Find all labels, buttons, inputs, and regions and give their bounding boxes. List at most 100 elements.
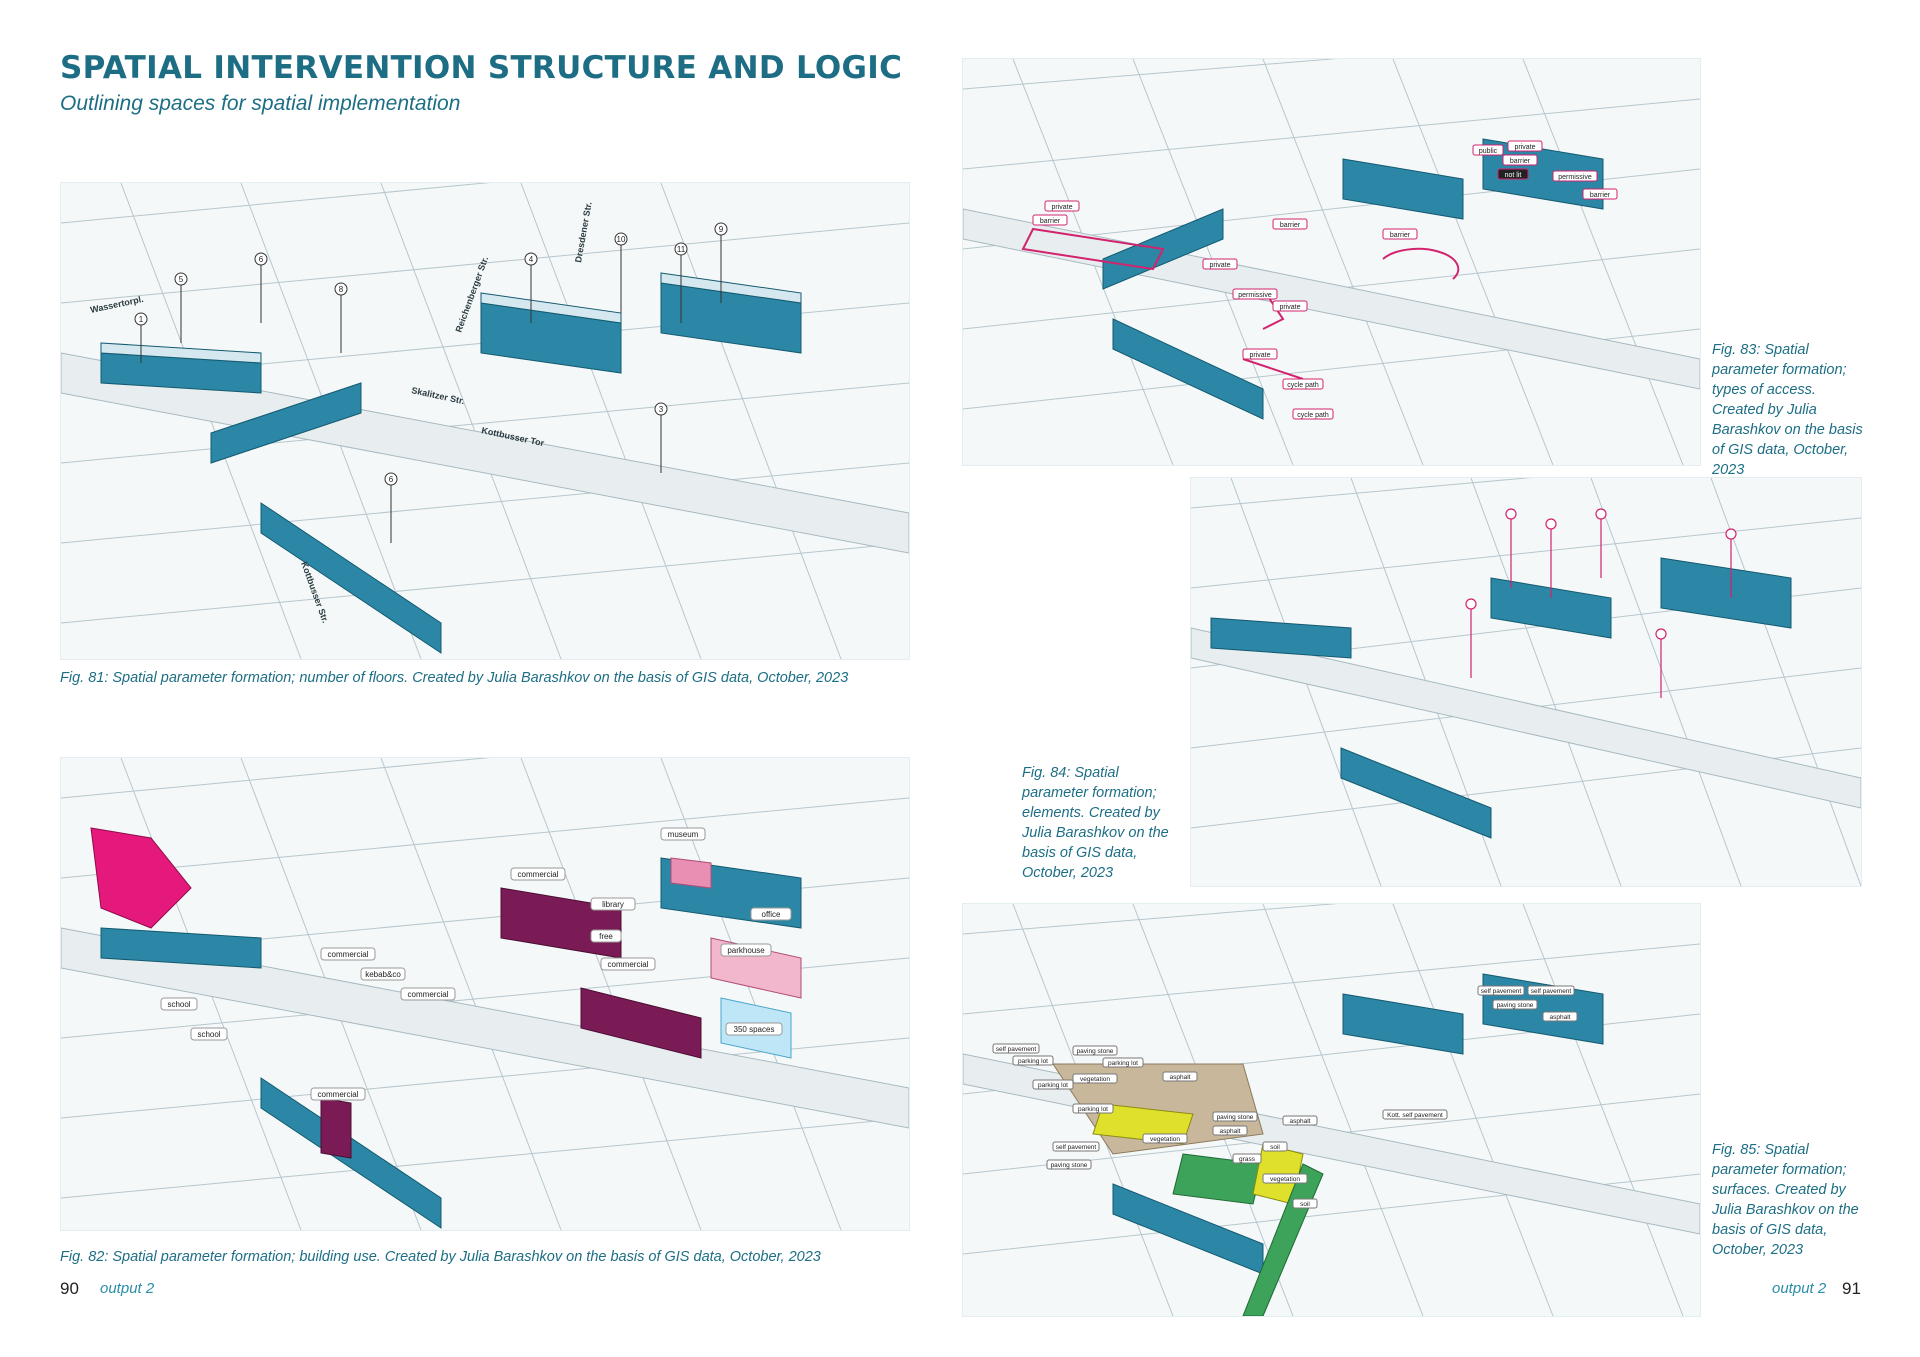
svg-text:school: school xyxy=(197,1030,220,1039)
surface-label: self pavement xyxy=(992,1043,1040,1054)
svg-text:asphalt: asphalt xyxy=(1220,1128,1241,1135)
surface-label: asphalt xyxy=(1542,1011,1578,1022)
svg-text:museum: museum xyxy=(668,830,699,839)
figure-85-illustration: self pavement parking lot paving stone p… xyxy=(963,904,1700,1316)
access-label: public xyxy=(1472,144,1504,156)
figure-83-map: private barrier barrier private permissi… xyxy=(962,58,1701,466)
figure-84-illustration xyxy=(1191,478,1861,886)
svg-text:4: 4 xyxy=(529,255,534,264)
svg-text:self pavement: self pavement xyxy=(1531,988,1572,995)
svg-text:permissive: permissive xyxy=(1238,292,1272,299)
svg-text:Kott. self pavement: Kott. self pavement xyxy=(1387,1112,1443,1119)
svg-text:free: free xyxy=(599,932,613,941)
figure-82-illustration: museum commercial library office free pa… xyxy=(61,758,909,1230)
svg-text:parkhouse: parkhouse xyxy=(727,946,765,955)
figure-81-map: Wassertorpl. Skalitzer Str. Kottbusser T… xyxy=(60,182,910,660)
section-label-left: output 2 xyxy=(100,1280,155,1297)
surface-label: Kott. self pavement xyxy=(1382,1109,1448,1120)
figure-82-caption: Fig. 82: Spatial parameter formation; bu… xyxy=(60,1249,821,1265)
use-label: commercial xyxy=(600,957,656,971)
svg-text:private: private xyxy=(1249,352,1270,359)
svg-text:paving stone: paving stone xyxy=(1051,1162,1088,1169)
svg-text:not lit: not lit xyxy=(1505,172,1522,179)
svg-text:soil: soil xyxy=(1270,1144,1280,1151)
commercial-building xyxy=(580,987,702,1059)
svg-text:library: library xyxy=(602,900,624,909)
use-label: kebab&co xyxy=(360,967,406,981)
svg-text:paving stone: paving stone xyxy=(1497,1002,1534,1009)
museum-building xyxy=(670,857,712,889)
surface-label: parking lot xyxy=(1032,1079,1074,1090)
surface-label: vegetation xyxy=(1262,1173,1308,1184)
use-label: 350 spaces xyxy=(725,1022,783,1036)
svg-text:permissive: permissive xyxy=(1558,174,1592,181)
access-label: barrier xyxy=(1382,228,1418,240)
svg-text:parking lot: parking lot xyxy=(1078,1106,1108,1113)
access-label: cycle path xyxy=(1292,408,1334,420)
section-label-right: output 2 xyxy=(1772,1280,1827,1297)
surface-label: soil xyxy=(1262,1141,1288,1152)
page-number-left: 90 xyxy=(60,1279,79,1298)
figure-83-caption: Fig. 83: Spatial parameter formation; ty… xyxy=(1712,342,1863,478)
svg-text:public: public xyxy=(1479,148,1498,155)
svg-text:vegetation: vegetation xyxy=(1150,1136,1180,1143)
svg-text:self pavement: self pavement xyxy=(996,1046,1037,1053)
use-label: school xyxy=(160,997,198,1011)
svg-text:commercial: commercial xyxy=(608,960,649,969)
surface-label: asphalt xyxy=(1212,1125,1248,1136)
access-label: private xyxy=(1202,258,1238,270)
figure-84-caption: Fig. 84: Spatial parameter formation; el… xyxy=(1022,765,1169,881)
svg-text:350 spaces: 350 spaces xyxy=(734,1025,775,1034)
svg-text:10: 10 xyxy=(617,235,626,244)
floor-pin: 10 xyxy=(614,232,628,313)
use-label: school xyxy=(190,1027,228,1041)
surface-label: paving stone xyxy=(1046,1159,1092,1170)
svg-text:commercial: commercial xyxy=(408,990,449,999)
figure-81-illustration: Wassertorpl. Skalitzer Str. Kottbusser T… xyxy=(61,183,909,659)
surface-label: paving stone xyxy=(1492,999,1538,1010)
commercial-building xyxy=(320,1097,352,1159)
access-label: private xyxy=(1242,348,1278,360)
floor-pin: 4 xyxy=(524,252,538,323)
floor-pin: 5 xyxy=(174,272,188,343)
use-label: parkhouse xyxy=(720,943,772,957)
figure-85-caption: Fig. 85: Spatial parameter formation; su… xyxy=(1712,1142,1859,1258)
use-label: library xyxy=(590,897,636,911)
svg-text:grass: grass xyxy=(1239,1156,1256,1163)
page-subtitle: Outlining spaces for spatial implementat… xyxy=(60,92,461,115)
surface-label: grass xyxy=(1232,1153,1262,1164)
surface-label: vegetation xyxy=(1142,1133,1188,1144)
svg-text:8: 8 xyxy=(339,285,344,294)
access-label: private xyxy=(1044,200,1080,212)
floor-pin: 11 xyxy=(674,242,688,323)
svg-text:barrier: barrier xyxy=(1280,222,1301,229)
svg-text:barrier: barrier xyxy=(1390,232,1411,239)
surface-label: parking lot xyxy=(1012,1055,1054,1066)
access-label: barrier xyxy=(1032,214,1068,226)
surface-label: self pavement xyxy=(1477,985,1525,996)
svg-text:5: 5 xyxy=(179,275,184,284)
svg-text:school: school xyxy=(167,1000,190,1009)
svg-text:private: private xyxy=(1051,204,1072,211)
surface-label: vegetation xyxy=(1072,1073,1118,1084)
figure-85-map: self pavement parking lot paving stone p… xyxy=(962,903,1701,1317)
element-markers xyxy=(1465,508,1737,698)
floor-pin: 1 xyxy=(134,312,148,363)
svg-text:asphalt: asphalt xyxy=(1170,1074,1191,1081)
floor-pin: 3 xyxy=(654,402,668,473)
access-label: private xyxy=(1272,300,1308,312)
use-label: free xyxy=(590,929,622,943)
svg-text:soil: soil xyxy=(1300,1201,1310,1208)
svg-text:office: office xyxy=(762,910,782,919)
svg-text:self pavement: self pavement xyxy=(1056,1144,1097,1151)
use-label: commercial xyxy=(310,1087,366,1101)
svg-text:6: 6 xyxy=(389,475,394,484)
svg-text:commercial: commercial xyxy=(328,950,369,959)
svg-text:cycle path: cycle path xyxy=(1297,412,1329,419)
access-label: cycle path xyxy=(1282,378,1324,390)
svg-text:asphalt: asphalt xyxy=(1290,1118,1311,1125)
figure-84-map xyxy=(1190,477,1862,887)
svg-text:asphalt: asphalt xyxy=(1550,1014,1571,1021)
floor-pin: 6 xyxy=(384,472,398,543)
svg-text:barrier: barrier xyxy=(1590,192,1611,199)
